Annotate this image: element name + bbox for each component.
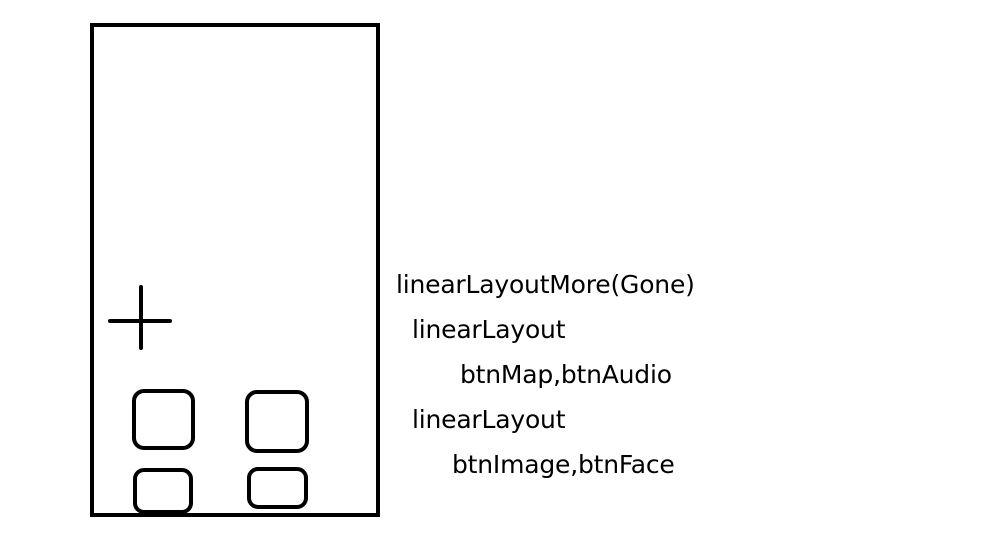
plus-icon bbox=[108, 285, 172, 350]
buttons-row-2-label: btnImage,btnFace bbox=[452, 450, 675, 479]
btn-face-box bbox=[247, 467, 308, 509]
buttons-row-1-label: btnMap,btnAudio bbox=[460, 360, 672, 389]
linear-layout-label-2: linearLayout bbox=[412, 405, 566, 434]
btn-audio-box bbox=[245, 390, 309, 453]
btn-map-box bbox=[132, 389, 195, 450]
linear-layout-label-1: linearLayout bbox=[412, 315, 566, 344]
btn-image-box bbox=[133, 468, 193, 514]
phone-frame bbox=[90, 23, 380, 517]
linear-layout-more-label: linearLayoutMore(Gone) bbox=[396, 270, 695, 299]
